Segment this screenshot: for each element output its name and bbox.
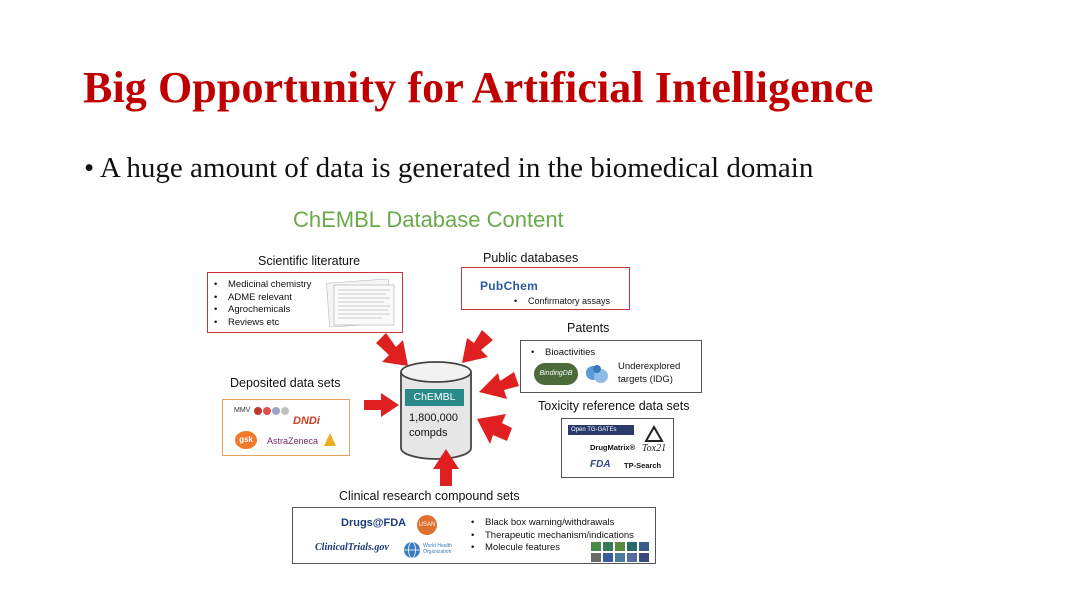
drugmatrix-logo: DrugMatrix® [590, 443, 636, 452]
list-item: Agrochemicals [214, 304, 311, 317]
list-item: Bioactivities [531, 347, 595, 360]
drugs-at-fda-logo: Drugs@FDA [341, 517, 407, 529]
chembl-logo: ChEMBL [405, 389, 464, 406]
fda-logo: FDA [590, 459, 611, 470]
mmv-logo: MMV [234, 407, 251, 414]
tox21-logo: Tox21 [642, 443, 667, 454]
pubchem-logo: PubChem [480, 279, 539, 293]
list-item: ADME relevant [214, 292, 311, 305]
tox21-triangle-icon [644, 425, 664, 442]
list-item: Therapeutic mechanism/indications [471, 530, 634, 543]
who-globe-icon [404, 541, 420, 559]
list-item: Medicinal chemistry [214, 279, 311, 292]
patents-list: Bioactivities [531, 347, 595, 360]
astrazeneca-logo: AstraZeneca [267, 436, 319, 446]
toxicity-label: Toxicity reference data sets [538, 399, 690, 413]
slide-title: Big Opportunity for Artificial Intellige… [83, 63, 874, 112]
protein-structure-icon [586, 365, 608, 383]
patents-box: Bioactivities BindingDB Underexplored ta… [520, 340, 702, 393]
public-databases-label: Public databases [483, 251, 579, 265]
clinical-label: Clinical research compound sets [339, 489, 520, 503]
bullet-text: A huge amount of data is generated in th… [99, 152, 814, 184]
paper-thumbnail-icon [326, 279, 395, 327]
list-item: Black box warning/withdrawals [471, 517, 634, 530]
clinical-box: Drugs@FDA USAN ClinicalTrials.gov World … [292, 507, 656, 564]
molecule-features-icon-strip [591, 542, 649, 562]
chembl-count: 1,800,000 [409, 412, 458, 424]
diagram-title: ChEMBL Database Content [293, 207, 564, 232]
open-tg-gates-logo: Open TG-GATEs [568, 425, 634, 435]
arrow-from-toxicity [477, 414, 512, 444]
who-logo: World Health Organization [423, 543, 452, 555]
chembl-unit: compds [409, 427, 448, 439]
toxicity-box: Open TG-GATEs DrugMatrix® Tox21 FDA TP-S… [561, 418, 674, 478]
tp-search-logo: TP-Search [624, 461, 662, 470]
patents-note-2: targets (IDG) [618, 374, 673, 385]
list-item: Confirmatory assays [514, 295, 610, 308]
arrow-from-patents [479, 372, 519, 399]
scientific-literature-label: Scientific literature [258, 254, 361, 268]
arrow-from-deposited [364, 393, 399, 417]
arrow-from-literature [376, 333, 408, 366]
astrazeneca-mark-icon [324, 433, 336, 446]
public-databases-box: PubChem Confirmatory assays [461, 267, 630, 310]
mmv-dots-icon [254, 407, 289, 415]
gsk-logo: gsk [235, 431, 257, 449]
list-item: Reviews etc [214, 317, 311, 330]
list-item: Molecule features [471, 542, 634, 555]
patents-label: Patents [567, 321, 610, 335]
bindingdb-logo: BindingDB [534, 363, 578, 385]
deposited-label: Deposited data sets [230, 376, 341, 390]
scientific-literature-box: Medicinal chemistry ADME relevant Agroch… [207, 272, 403, 333]
scientific-literature-list: Medicinal chemistry ADME relevant Agroch… [214, 279, 311, 329]
arrow-from-public [462, 330, 493, 363]
dndi-logo: DNDi [293, 415, 320, 427]
arrow-from-clinical [433, 449, 459, 486]
public-databases-list: Confirmatory assays [514, 295, 610, 308]
usan-logo: USAN [417, 515, 437, 535]
bullet-marker: • [84, 152, 95, 184]
bullet-point: • A huge amount of data is generated in … [84, 152, 813, 185]
deposited-box: MMV DNDi gsk AstraZeneca [222, 399, 350, 456]
clinical-list: Black box warning/withdrawals Therapeuti… [471, 517, 634, 555]
clinicaltrials-logo: ClinicalTrials.gov [315, 542, 389, 553]
patents-note-1: Underexplored [618, 361, 681, 372]
